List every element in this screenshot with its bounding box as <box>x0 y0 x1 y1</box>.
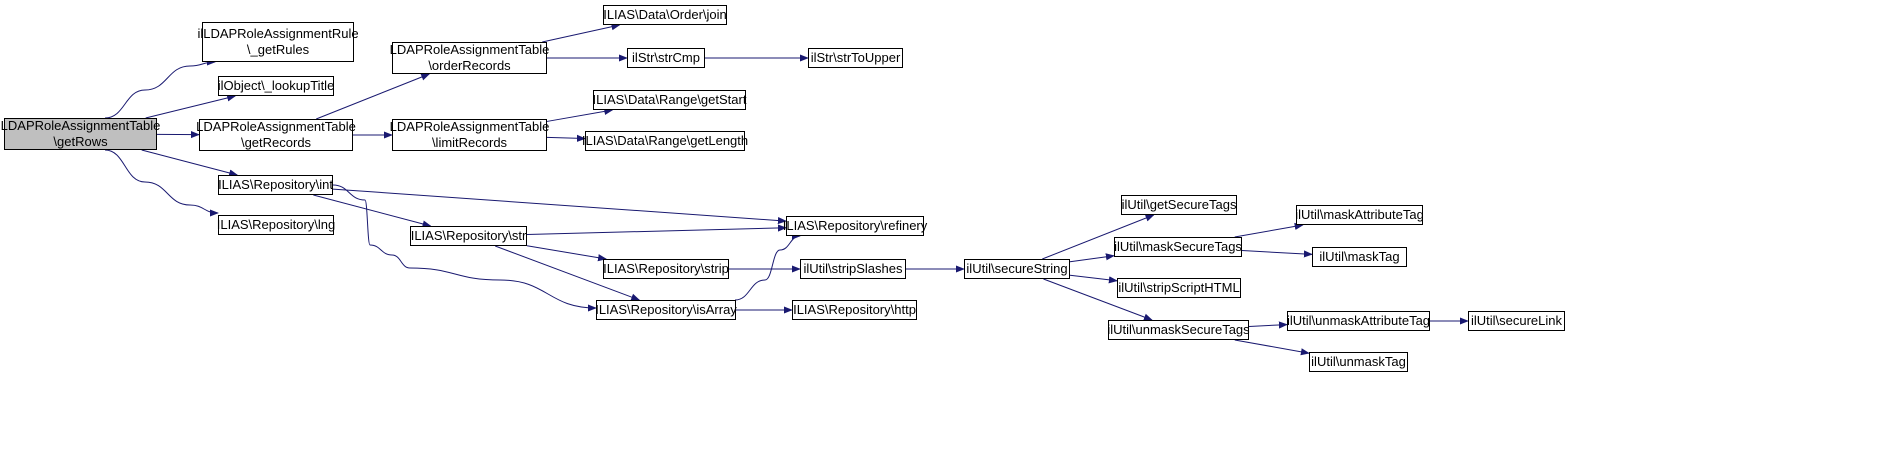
node-label-line: ilObject\_lookupTitle <box>217 78 335 93</box>
node-unmaskTag[interactable]: ilUtil\unmaskTag <box>1309 352 1408 372</box>
node-getSecureTags[interactable]: ilUtil\getSecureTags <box>1121 195 1237 215</box>
node-label-line: ilUtil\stripScriptHTML <box>1118 280 1240 295</box>
node-label-line: ilLDAPRoleAssignmentRule <box>197 26 359 41</box>
node-repoHttp[interactable]: ILIAS\Repository\http <box>792 300 917 320</box>
node-label-line: \orderRecords <box>428 58 511 73</box>
node-repoStrip[interactable]: ILIAS\Repository\strip <box>603 259 729 279</box>
edge-repoInt-repoStr <box>313 194 432 228</box>
edge-repoStr-repoIsArray <box>495 245 641 301</box>
node-label-line: ILIAS\Repository\lng <box>216 217 336 232</box>
node-strToUpper[interactable]: ilStr\strToUpper <box>808 48 903 68</box>
edge-unmaskSecureTags-unmaskTag <box>1234 339 1310 356</box>
edge-repoInt-repoIsArray <box>332 184 597 312</box>
edge-root-repoInt <box>141 149 239 177</box>
node-label-line: ILIAS\Data\Order\join <box>603 7 727 22</box>
node-secureLink[interactable]: ilUtil\secureLink <box>1468 311 1565 331</box>
node-unmaskSecureTags[interactable]: ilUtil\unmaskSecureTags <box>1107 320 1250 340</box>
node-getRules[interactable]: ilLDAPRoleAssignmentRule\_getRules <box>197 22 359 62</box>
edge-maskSecureTags-maskAttributeTag <box>1234 222 1304 238</box>
node-label-line: ILIAS\Repository\int <box>218 177 333 192</box>
node-label-line: ilUtil\secureLink <box>1470 313 1563 328</box>
node-repoStr[interactable]: ILIAS\Repository\str <box>410 226 527 246</box>
node-lookupTitle[interactable]: ilObject\_lookupTitle <box>218 76 334 96</box>
node-orderJoin[interactable]: ILIAS\Data\Order\join <box>603 5 727 25</box>
edge-secureString-getSecureTags <box>1042 214 1155 260</box>
node-label-line: ilUtil\unmaskSecureTags <box>1107 322 1250 337</box>
node-label-line: ilUtil\getSecureTags <box>1121 197 1237 212</box>
node-stripScriptHTML[interactable]: ilUtil\stripScriptHTML <box>1117 278 1241 298</box>
edge-orderRecords-orderJoin <box>542 23 621 43</box>
node-repoIsArray[interactable]: ILIAS\Repository\isArray <box>595 300 737 320</box>
edge-root-getRules <box>104 58 216 119</box>
edge-getRecords-orderRecords <box>316 73 431 120</box>
node-maskTag[interactable]: ilUtil\maskTag <box>1312 247 1407 267</box>
edge-limitRecords-rangeStart <box>546 107 614 122</box>
node-label-line: ILIAS\Repository\strip <box>603 261 729 276</box>
node-unmaskAttributeTag[interactable]: ilUtil\unmaskAttributeTag <box>1287 311 1430 331</box>
node-maskSecureTags[interactable]: ilUtil\maskSecureTags <box>1114 237 1242 257</box>
edge-secureString-stripScriptHTML <box>1069 274 1118 284</box>
node-limitRecords[interactable]: LDAPRoleAssignmentTable\limitRecords <box>389 119 550 151</box>
node-label-line: ilUtil\unmaskAttributeTag <box>1286 313 1431 328</box>
node-label-line: ILIAS\Data\Range\getLength <box>581 133 749 148</box>
node-label-line: ilStr\strToUpper <box>810 50 901 65</box>
edge-repoIsArray-repoRefinery <box>734 232 801 301</box>
edge-secureString-maskSecureTags <box>1069 253 1115 263</box>
node-label-line: LDAPRoleAssignmentTable <box>196 119 356 134</box>
node-label-line: \getRecords <box>240 135 312 150</box>
edge-root-lookupTitle <box>145 94 237 119</box>
node-label-line: ILIAS\Repository\isArray <box>595 302 737 317</box>
node-stripSlashes[interactable]: ilUtil\stripSlashes <box>800 259 906 279</box>
edge-repoInt-repoRefinery <box>332 188 787 225</box>
node-label-line: ILIAS\Data\Range\getStart <box>592 92 747 107</box>
node-label-line: ILIAS\Repository\refinery <box>782 218 928 233</box>
node-label-line: LDAPRoleAssignmentTable <box>389 42 550 57</box>
node-label-line: ilStr\strCmp <box>632 50 700 65</box>
node-label-line: ILIAS\Repository\http <box>793 302 916 317</box>
node-label-line: \_getRules <box>246 42 310 57</box>
node-label-line: ilUtil\maskAttributeTag <box>1295 207 1424 222</box>
node-orderRecords[interactable]: LDAPRoleAssignmentTable\orderRecords <box>389 42 550 74</box>
edge-secureString-unmaskSecureTags <box>1043 278 1153 321</box>
edge-unmaskSecureTags-unmaskAttributeTag <box>1248 321 1288 329</box>
node-strCmp[interactable]: ilStr\strCmp <box>627 48 705 68</box>
edge-limitRecords-rangeLength <box>546 134 586 142</box>
node-getRecords[interactable]: LDAPRoleAssignmentTable\getRecords <box>196 119 356 151</box>
edge-root-repoLng <box>104 149 219 217</box>
edge-maskSecureTags-maskTag <box>1241 250 1313 258</box>
node-label-line: ilUtil\maskTag <box>1319 249 1400 264</box>
node-label-line: LDAPRoleAssignmentTable <box>389 119 550 134</box>
node-label-line: ILIAS\Repository\str <box>410 228 527 243</box>
edge-repoStr-repoRefinery <box>526 224 787 235</box>
node-repoLng[interactable]: ILIAS\Repository\lng <box>216 215 336 235</box>
node-repoRefinery[interactable]: ILIAS\Repository\refinery <box>783 216 927 236</box>
node-rangeStart[interactable]: ILIAS\Data\Range\getStart <box>593 90 746 110</box>
node-label-line: ilUtil\secureString <box>966 261 1068 276</box>
node-label-line: \limitRecords <box>431 135 508 150</box>
node-maskAttributeTag[interactable]: ilUtil\maskAttributeTag <box>1295 205 1424 225</box>
node-label-line: ilUtil\stripSlashes <box>803 261 903 276</box>
node-label-line: \getRows <box>53 134 108 149</box>
node-root[interactable]: LDAPRoleAssignmentTable\getRows <box>1 118 160 150</box>
node-rangeLength[interactable]: ILIAS\Data\Range\getLength <box>581 131 749 151</box>
node-label-line: ilUtil\maskSecureTags <box>1114 239 1242 254</box>
node-label-line: LDAPRoleAssignmentTable <box>0 118 161 133</box>
node-repoInt[interactable]: ILIAS\Repository\int <box>218 175 333 195</box>
node-label-line: ilUtil\unmaskTag <box>1311 354 1406 369</box>
node-secureString[interactable]: ilUtil\secureString <box>964 259 1070 279</box>
edge-repoStr-repoStrip <box>526 245 608 262</box>
